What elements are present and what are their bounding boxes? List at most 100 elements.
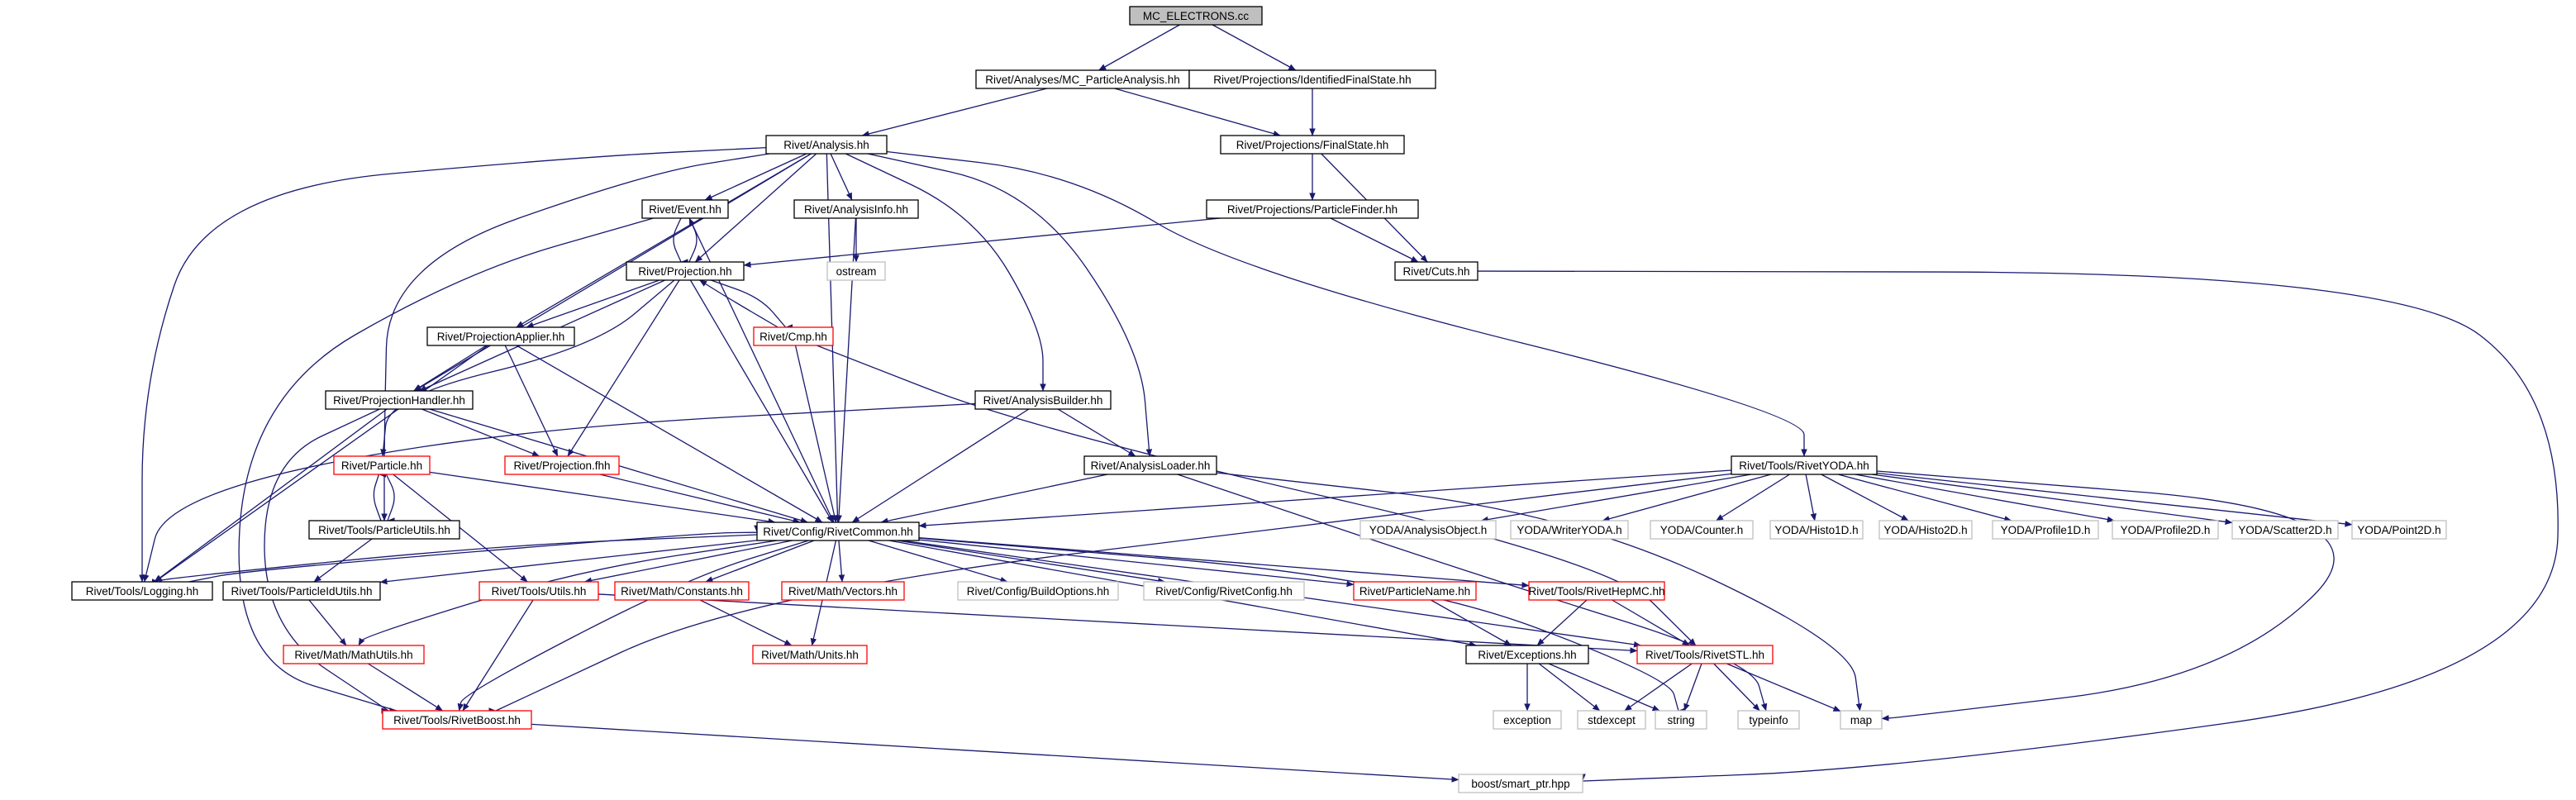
node-final-state[interactable]: Rivet/Projections/FinalState.hh [1220,135,1405,155]
node-label: stdexcept [1588,714,1636,726]
edge-projection_handler-to-projection_fhh [421,408,540,457]
node-label: Rivet/AnalysisInfo.hh [804,203,908,216]
node-box [1143,581,1305,601]
node-exceptions[interactable]: Rivet/Exceptions.hh [1465,645,1589,664]
node-box [333,455,431,475]
node-cmp[interactable]: Rivet/Cmp.hh [753,326,834,346]
node-particle-name[interactable]: Rivet/ParticleName.hh [1353,581,1477,601]
edge-tools_utils-to-rivet_boost [462,599,534,712]
node-particle-finder[interactable]: Rivet/Projections/ParticleFinder.hh [1206,199,1419,219]
edge-analysis-to-analysis_builder [845,153,1046,392]
node-box [1510,520,1629,540]
node-box [1458,774,1583,793]
node-yoda-profile2d: YODA/Profile2D.h [2112,520,2219,540]
node-box [222,581,381,601]
node-box [1083,455,1217,475]
edge-rivet_common-to-particle_id_utils [379,540,758,585]
edge-mc_particle_analysis-to-final_state [1114,88,1281,137]
edge-cmp-to-rivet_stl [816,345,1697,646]
edge-particle_name-to-exceptions [1431,599,1512,646]
edge-rivet_hepmc-to-exceptions [1536,599,1588,646]
node-identified-final-state[interactable]: Rivet/Projections/IdentifiedFinalState.h… [1188,69,1436,89]
node-projection-handler[interactable]: Rivet/ProjectionHandler.hh [325,390,474,410]
node-tools-utils[interactable]: Rivet/Tools/Utils.hh [479,581,599,601]
node-box [626,261,745,281]
node-projection[interactable]: Rivet/Projection.hh [626,261,745,281]
edge-particle_finder-to-projection [743,217,1221,268]
node-ostream: ostream [826,261,886,281]
node-box [1493,710,1562,730]
node-label: Rivet/Analysis.hh [783,139,869,151]
node-rivet-common[interactable]: Rivet/Config/RivetCommon.hh [756,521,920,541]
node-particle-id-utils[interactable]: Rivet/Tools/ParticleIdUtils.hh [222,581,381,601]
node-box [1394,261,1478,281]
node-particle-utils[interactable]: Rivet/Tools/ParticleUtils.hh [308,520,460,540]
edge-rivet_common-to-rivet_boost [457,540,809,712]
node-rivet-boost[interactable]: Rivet/Tools/RivetBoost.hh [382,710,532,730]
edge-cmp-to-rivet_common [794,345,838,523]
node-label: Rivet/Config/RivetCommon.hh [763,526,913,538]
node-rivet-yoda[interactable]: Rivet/Tools/RivetYODA.hh [1731,455,1878,475]
edge-rivet_yoda-to-yoda_scatter2d [1871,474,2233,526]
node-rivet-stl[interactable]: Rivet/Tools/RivetSTL.hh [1636,645,1774,664]
node-analysis-loader[interactable]: Rivet/AnalysisLoader.hh [1083,455,1217,475]
node-box [1359,520,1497,540]
node-event[interactable]: Rivet/Event.hh [641,199,729,219]
edge-analysis-to-analysis_loader [867,153,1153,457]
node-projection-applier[interactable]: Rivet/ProjectionApplier.hh [426,326,575,346]
edge-rivet_common-to-tools_utils [583,540,793,584]
node-yoda-histo2d: YODA/Histo2D.h [1878,520,1973,540]
edge-analysis-to-event [704,153,807,201]
node-box [308,520,460,540]
node-mc-particle-analysis[interactable]: Rivet/Analyses/MC_ParticleAnalysis.hh [975,69,1190,89]
node-logging[interactable]: Rivet/Tools/Logging.hh [71,581,213,601]
node-label: ostream [836,265,877,278]
edge-event-to-rivet_boost [238,217,654,712]
edge-rivet_common-to-rivet_hepmc [918,537,1530,588]
edge-rivet_yoda-to-yoda_histo1d [1805,474,1817,521]
node-box [71,581,213,601]
edge-event-to-projection [673,217,682,263]
node-analysis[interactable]: Rivet/Analysis.hh [765,135,888,155]
edge-rivet_stl-to-string [1683,663,1702,712]
node-particle[interactable]: Rivet/Particle.hh [333,455,431,475]
node-label: YODA/Histo2D.h [1883,524,1967,536]
edge-rivet_yoda-to-rivet_boost [495,473,1732,714]
node-label: Rivet/Projection.fhh [513,460,610,472]
edge-cuts-to-smart_ptr [1477,270,2559,784]
node-stdexcept: stdexcept [1577,710,1646,730]
node-analysis-builder[interactable]: Rivet/AnalysisBuilder.hh [974,390,1112,410]
edge-mc_electrons-to-mc_particle_analysis [1098,24,1180,71]
edge-projection-to-projection_applier [526,279,660,328]
node-label: Rivet/Math/Units.hh [761,649,859,661]
node-box [1528,581,1665,601]
node-cuts[interactable]: Rivet/Cuts.hh [1394,261,1478,281]
node-yoda-counter: YODA/Counter.h [1650,520,1754,540]
node-box [781,581,905,601]
edge-projection_applier-to-projection_fhh [504,345,559,457]
node-label: Rivet/ParticleName.hh [1359,585,1470,598]
node-box [765,135,888,155]
node-label: Rivet/Config/RivetConfig.hh [1155,585,1293,598]
node-label: Rivet/Tools/RivetBoost.hh [393,714,521,726]
node-label: YODA/AnalysisObject.h [1369,524,1488,536]
node-rivet-hepmc[interactable]: Rivet/Tools/RivetHepMC.hh [1528,581,1665,601]
edge-rivet_yoda-to-yoda_profile2d [1855,474,2115,523]
node-math-utils[interactable]: Rivet/Math/MathUtils.hh [283,645,425,664]
nodes-layer: MC_ELECTRONS.ccRivet/Analyses/MC_Particl… [71,6,2447,793]
node-box [1878,520,1973,540]
node-box [641,199,729,219]
edge-projection_handler-to-rivet_boost [264,408,389,712]
node-yoda-analysis-object: YODA/AnalysisObject.h [1359,520,1497,540]
node-math-constants[interactable]: Rivet/Math/Constants.hh [614,581,750,601]
node-analysis-info[interactable]: Rivet/AnalysisInfo.hh [793,199,919,219]
node-math-units[interactable]: Rivet/Math/Units.hh [752,645,868,664]
node-label: boost/smart_ptr.hpp [1471,778,1569,790]
edge-rivet_yoda-to-map [1876,470,2335,721]
edge-rivet_common-to-build_options [868,540,1008,583]
node-math-vectors[interactable]: Rivet/Math/Vectors.hh [781,581,905,601]
edge-particle_finder-to-cuts [1330,217,1419,263]
node-projection-fhh[interactable]: Rivet/Projection.fhh [504,455,620,475]
node-mc-electrons[interactable]: MC_ELECTRONS.cc [1129,6,1263,26]
